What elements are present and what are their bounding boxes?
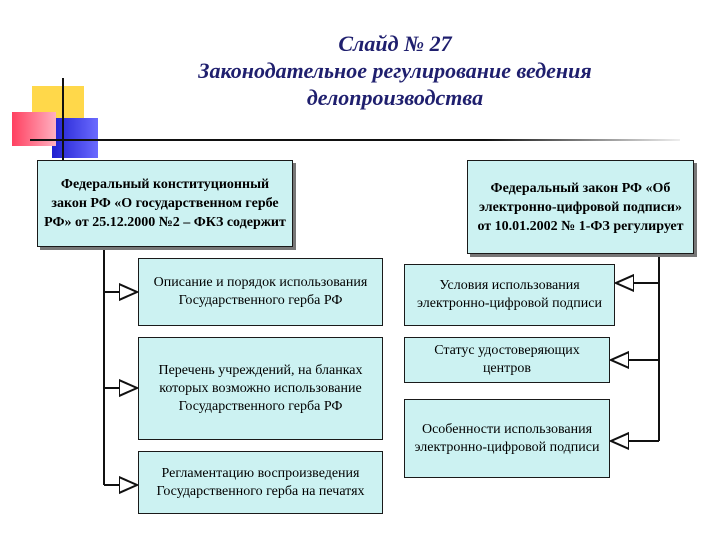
- right-item-box: Статус удостоверяющих центров: [404, 337, 610, 383]
- right-item-text: Условия использования электронно-цифрово…: [417, 278, 602, 311]
- right-item-text: Статус удостоверяющих центров: [434, 343, 580, 376]
- right-item-box: Условия использования электронно-цифрово…: [404, 264, 615, 326]
- left-item-text: Регламентацию воспроизведения Государств…: [156, 465, 365, 499]
- decor-blue-square: [52, 118, 98, 158]
- slide-number: Слайд № 27: [338, 31, 452, 56]
- left-item-box: Регламентацию воспроизведения Государств…: [138, 451, 383, 514]
- left-item-text: Перечень учреждений, на бланках которых …: [158, 362, 363, 414]
- left-item-box: Описание и порядок использования Государ…: [138, 258, 383, 326]
- left-header-box: Федеральный конституционный закон РФ «О …: [37, 160, 293, 247]
- right-item-text: Особенности использования электронно-циф…: [414, 421, 600, 455]
- slide-title-line: делопроизводства: [306, 85, 484, 110]
- decor-vertical-line: [62, 78, 64, 160]
- right-header-box: Федеральный закон РФ «Об электронно-цифр…: [467, 160, 694, 254]
- left-item-box: Перечень учреждений, на бланках которых …: [138, 337, 383, 440]
- right-header-text: Федеральный закон РФ «Об электронно-цифр…: [477, 180, 684, 234]
- slide-title: Слайд № 27 Законодательное регулирование…: [130, 30, 660, 111]
- slide-title-line: Законодательное регулирование ведения: [198, 58, 592, 83]
- right-item-box: Особенности использования электронно-циф…: [404, 399, 610, 478]
- decor-horizontal-line: [30, 139, 680, 141]
- left-header-text: Федеральный конституционный закон РФ «О …: [44, 177, 286, 230]
- left-item-text: Описание и порядок использования Государ…: [153, 275, 368, 308]
